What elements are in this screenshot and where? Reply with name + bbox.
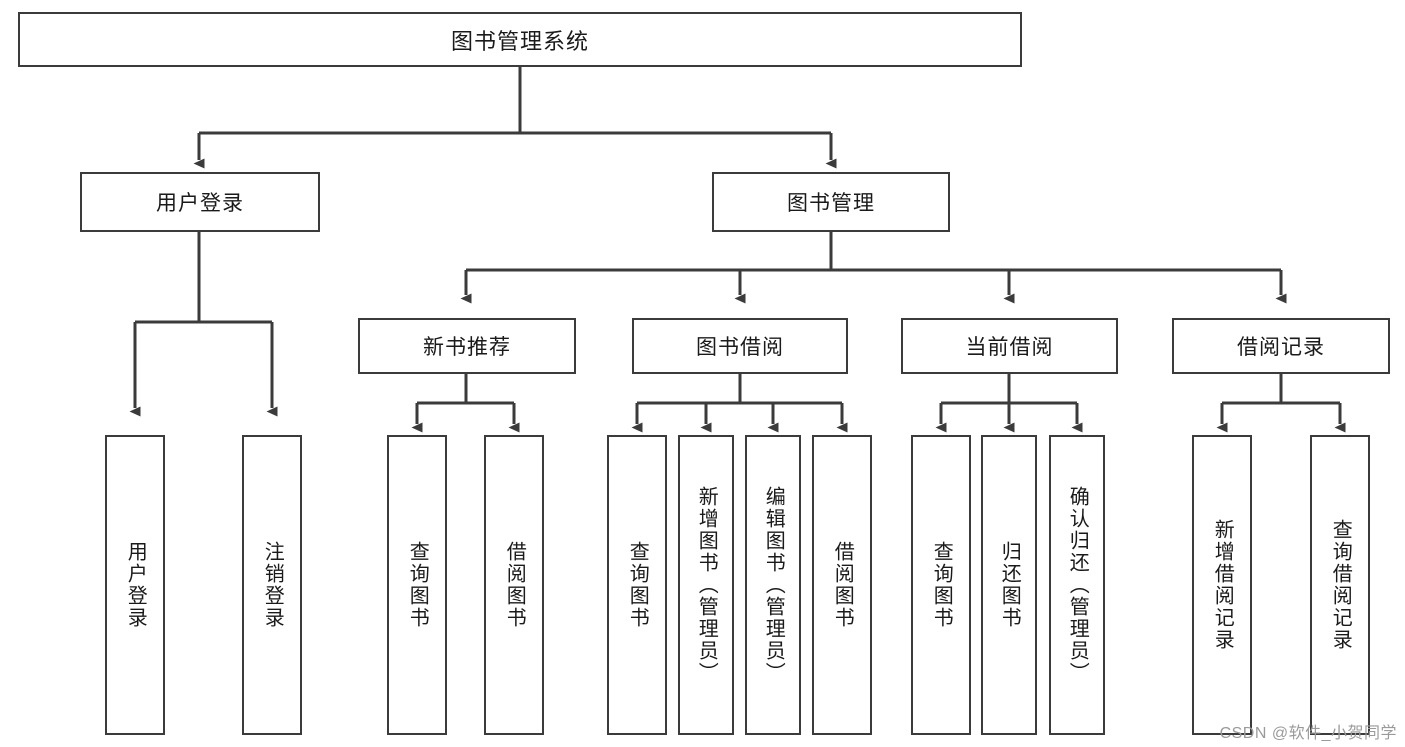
node-label: 新书推荐 (423, 336, 511, 359)
node-label: 新增图书（管理员） (695, 486, 718, 684)
node-label: 借阅图书 (831, 541, 854, 629)
node-book-borrow[interactable]: 图书借阅 (632, 318, 848, 374)
node-label: 当前借阅 (965, 336, 1054, 359)
leaf-user-logout[interactable]: 注销登录 (242, 435, 302, 735)
leaf-add-book-admin[interactable]: 新增图书（管理员） (678, 435, 734, 735)
node-borrow-record[interactable]: 借阅记录 (1172, 318, 1390, 374)
leaf-edit-book-admin[interactable]: 编辑图书（管理员） (745, 435, 801, 735)
node-user-login[interactable]: 用户登录 (80, 172, 320, 232)
node-current-borrow[interactable]: 当前借阅 (901, 318, 1118, 374)
node-label: 借阅记录 (1237, 336, 1325, 359)
leaf-query-borrow-record[interactable]: 查询借阅记录 (1310, 435, 1370, 735)
node-label: 归还图书 (998, 541, 1021, 629)
node-label: 注销登录 (261, 541, 284, 629)
node-label: 图书管理 (787, 192, 875, 215)
leaf-confirm-return-admin[interactable]: 确认归还（管理员） (1049, 435, 1105, 735)
leaf-query-book-current[interactable]: 查询图书 (911, 435, 971, 735)
node-label: 查询图书 (930, 541, 953, 629)
node-label: 图书管理系统 (450, 28, 589, 54)
node-label: 用户登录 (156, 192, 244, 215)
leaf-user-login[interactable]: 用户登录 (105, 435, 165, 735)
node-label: 新增借阅记录 (1211, 519, 1234, 651)
node-label: 查询图书 (406, 541, 429, 629)
leaf-borrow-book[interactable]: 借阅图书 (812, 435, 872, 735)
leaf-add-borrow-record[interactable]: 新增借阅记录 (1192, 435, 1252, 735)
node-new-book-recommend[interactable]: 新书推荐 (358, 318, 576, 374)
node-label: 图书借阅 (696, 336, 784, 359)
node-label: 借阅图书 (503, 541, 526, 629)
node-book-management[interactable]: 图书管理 (712, 172, 950, 232)
node-root-system[interactable]: 图书管理系统 (18, 12, 1022, 67)
leaf-borrow-book-recommend[interactable]: 借阅图书 (484, 435, 544, 735)
node-label: 确认归还（管理员） (1066, 486, 1089, 684)
leaf-query-book-recommend[interactable]: 查询图书 (387, 435, 447, 735)
leaf-return-book[interactable]: 归还图书 (981, 435, 1037, 735)
node-label: 查询借阅记录 (1329, 519, 1352, 651)
leaf-query-book-borrow[interactable]: 查询图书 (607, 435, 667, 735)
node-label: 查询图书 (626, 541, 649, 629)
node-label: 编辑图书（管理员） (762, 486, 785, 684)
watermark: CSDN @软件_小贺同学 (1219, 725, 1397, 742)
node-label: 用户登录 (124, 541, 147, 629)
